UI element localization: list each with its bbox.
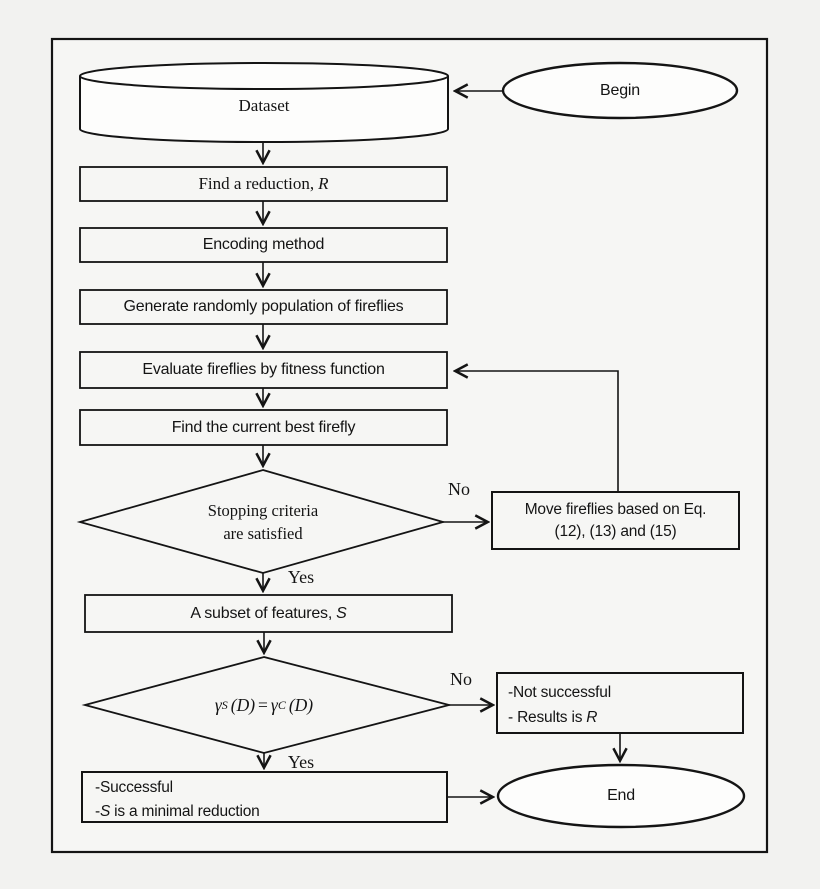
end-terminal bbox=[496, 763, 746, 829]
arrow-move-to-evaluate-loop bbox=[456, 371, 619, 492]
subset-of-features-box bbox=[84, 594, 453, 633]
move-fireflies-box bbox=[491, 491, 740, 550]
end-label: End bbox=[607, 787, 635, 804]
encoding-method-box bbox=[79, 227, 448, 263]
dataset-cylinder bbox=[79, 62, 449, 143]
best-firefly-box bbox=[79, 409, 448, 446]
edge-label-yes-gamma: Yes bbox=[287, 751, 315, 772]
not-successful-box bbox=[496, 672, 744, 734]
find-reduction-label: Find a reduction,R bbox=[198, 174, 329, 193]
evaluate-fireflies-box bbox=[79, 351, 448, 389]
best-firefly-label: Find the current best firefly bbox=[171, 418, 356, 436]
move-fireflies-label: Move fireflies based on Eq. (12), (13) a… bbox=[524, 500, 707, 540]
stopping-criteria-label: Stopping criteria are satisfied bbox=[207, 501, 319, 543]
generate-population-box bbox=[79, 289, 448, 325]
dataset-cylinder-top-rim bbox=[79, 75, 449, 90]
edge-label-no-gamma: No bbox=[450, 668, 472, 689]
successful-box bbox=[81, 771, 448, 823]
find-reduction-box bbox=[79, 166, 448, 202]
evaluate-fireflies-label: Evaluate fireflies by fitness function bbox=[142, 361, 385, 378]
encoding-method-label: Encoding method bbox=[202, 236, 325, 253]
edge-label-yes-stopping: Yes bbox=[287, 566, 315, 587]
begin-label: Begin bbox=[600, 82, 640, 99]
subset-of-features-label: A subset of features,S bbox=[190, 604, 347, 622]
generate-population-label: Generate randomly population of fireflie… bbox=[123, 298, 404, 315]
edge-label-no-stopping: No bbox=[448, 478, 470, 499]
dataset-label: Dataset bbox=[238, 96, 290, 115]
